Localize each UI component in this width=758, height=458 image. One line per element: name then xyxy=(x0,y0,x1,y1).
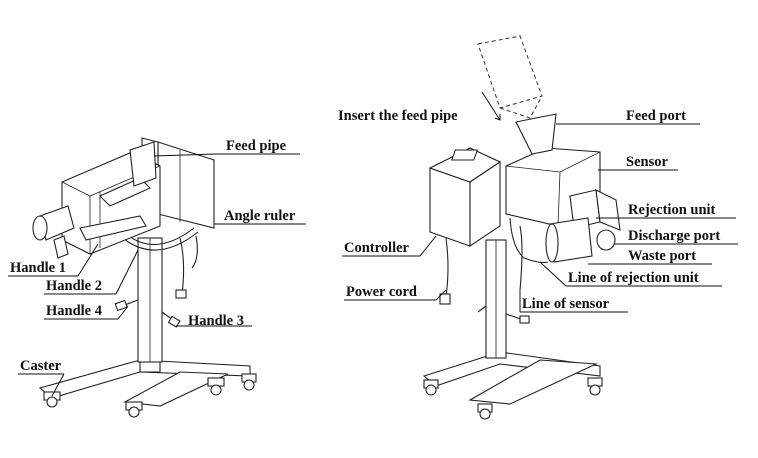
label-line-of-rejection-unit-text: Line of rejection unit xyxy=(568,270,699,286)
label-handle-2: Handle 2 xyxy=(44,249,139,295)
left-machine-drawing xyxy=(32,137,257,418)
label-power-cord: Power cord xyxy=(344,284,447,301)
label-handle-2-text: Handle 2 xyxy=(46,278,102,294)
label-discharge-port: Discharge port xyxy=(614,228,738,245)
label-controller: Controller xyxy=(342,235,437,257)
label-rejection-unit: Rejection unit xyxy=(596,202,736,219)
label-feed-pipe-text: Feed pipe xyxy=(226,138,287,154)
label-caster-text: Caster xyxy=(20,358,62,374)
label-power-cord-text: Power cord xyxy=(346,284,417,300)
label-line-of-sensor-text: Line of sensor xyxy=(522,296,610,312)
label-handle-1: Handle 1 xyxy=(8,243,99,277)
label-caster: Caster xyxy=(18,358,65,397)
label-sensor: Sensor xyxy=(598,154,678,171)
label-insert-feed-pipe: Insert the feed pipe xyxy=(338,108,458,124)
caster-wheel xyxy=(423,379,439,396)
label-feed-port-text: Feed port xyxy=(626,108,686,124)
caster-wheel xyxy=(587,377,603,396)
label-insert-feed-pipe-text: Insert the feed pipe xyxy=(338,108,458,124)
right-machine-drawing xyxy=(422,35,621,420)
label-angle-ruler: Angle ruler xyxy=(214,208,306,225)
label-handle-3: Handle 3 xyxy=(176,313,252,329)
label-sensor-text: Sensor xyxy=(626,154,668,170)
caster-wheel xyxy=(43,391,61,408)
label-waste-port-text: Waste port xyxy=(628,248,696,264)
label-feed-port: Feed port xyxy=(556,108,700,125)
caster-wheel xyxy=(477,403,493,420)
label-handle-4: Handle 4 xyxy=(44,303,129,320)
label-line-of-sensor: Line of sensor xyxy=(519,290,628,313)
label-discharge-port-text: Discharge port xyxy=(628,228,720,244)
caster-wheel xyxy=(125,401,143,418)
label-controller-text: Controller xyxy=(344,240,410,256)
label-line-of-rejection-unit: Line of rejection unit xyxy=(539,261,722,287)
label-waste-port: Waste port xyxy=(588,248,712,265)
label-handle-4-text: Handle 4 xyxy=(46,303,102,319)
label-handle-1-text: Handle 1 xyxy=(10,260,66,276)
label-angle-ruler-text: Angle ruler xyxy=(224,208,296,224)
label-feed-pipe: Feed pipe xyxy=(153,138,300,157)
caster-wheel xyxy=(241,373,257,391)
caster-wheel xyxy=(207,377,225,396)
label-handle-3-text: Handle 3 xyxy=(188,313,244,329)
label-rejection-unit-text: Rejection unit xyxy=(628,202,716,218)
